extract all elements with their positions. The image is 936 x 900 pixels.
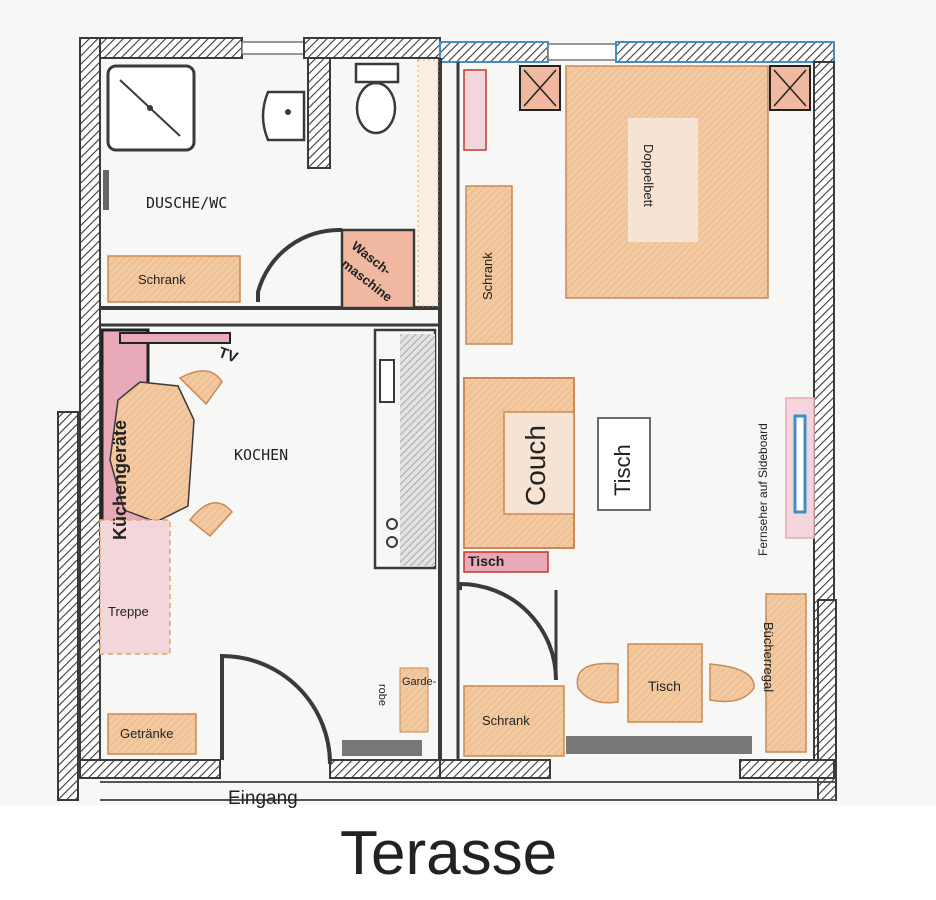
window-bottom-living xyxy=(566,736,752,754)
label-entrance: Eingang xyxy=(228,788,298,809)
label-schrank-living: Schrank xyxy=(482,713,530,728)
pink-shelf xyxy=(463,69,487,151)
room-label-bath: DUSCHE/WC xyxy=(146,194,228,212)
label-garderobe-2: robe xyxy=(376,684,388,707)
label-tisch-small: Tisch xyxy=(468,553,505,569)
tv-screen xyxy=(793,414,807,514)
washing-machine xyxy=(340,228,416,310)
dining-chair-left xyxy=(576,662,619,704)
bath-door-swing xyxy=(256,227,343,302)
sink-icon xyxy=(261,90,306,142)
bedroom-wardrobe xyxy=(465,185,513,345)
small-table xyxy=(463,551,549,573)
bookshelf xyxy=(765,593,807,753)
entrance-door-swing xyxy=(220,653,332,765)
kitchen-chair-top xyxy=(178,370,223,406)
dining-table xyxy=(627,643,703,723)
label-couch: Couch xyxy=(520,425,551,506)
label-kuechengeraete: Küchengeräte xyxy=(110,419,130,540)
label-buecherregal: Bücherregal xyxy=(761,622,776,693)
label-terrace: Terasse xyxy=(340,819,558,888)
bath-cabinet xyxy=(107,255,241,303)
bathroom-fixtures xyxy=(103,62,416,310)
drinks-crate xyxy=(107,713,197,755)
stairs xyxy=(99,519,171,655)
label-schrank-bedroom: Schrank xyxy=(480,252,495,300)
dining-chair-right xyxy=(709,663,755,703)
kitchen-chair-bottom xyxy=(188,502,233,538)
label-garderobe-1: Garde- xyxy=(402,676,437,688)
living-cabinet xyxy=(463,685,565,757)
label-tisch-living: Tisch xyxy=(610,444,635,496)
label-getraenke: Getränke xyxy=(120,726,174,741)
label-doppelbett: Doppelbett xyxy=(641,144,656,207)
label-tisch-dining: Tisch xyxy=(648,678,681,694)
wardrobe-hooks xyxy=(399,667,429,733)
window-top-right xyxy=(547,43,617,61)
room-label-kitchen: KOCHEN xyxy=(234,446,289,464)
label-tv-sideboard: Fernseher auf Sideboard xyxy=(756,423,770,556)
label-treppe: Treppe xyxy=(108,604,149,619)
kitchen-fixtures xyxy=(99,328,429,765)
couch-table xyxy=(597,417,651,511)
living-fixtures xyxy=(458,65,815,757)
toilet-icon xyxy=(355,81,397,135)
living-door-swing xyxy=(458,581,558,681)
window-top-left xyxy=(241,41,305,55)
label-schrank-bath: Schrank xyxy=(138,272,186,287)
walls xyxy=(57,37,837,801)
